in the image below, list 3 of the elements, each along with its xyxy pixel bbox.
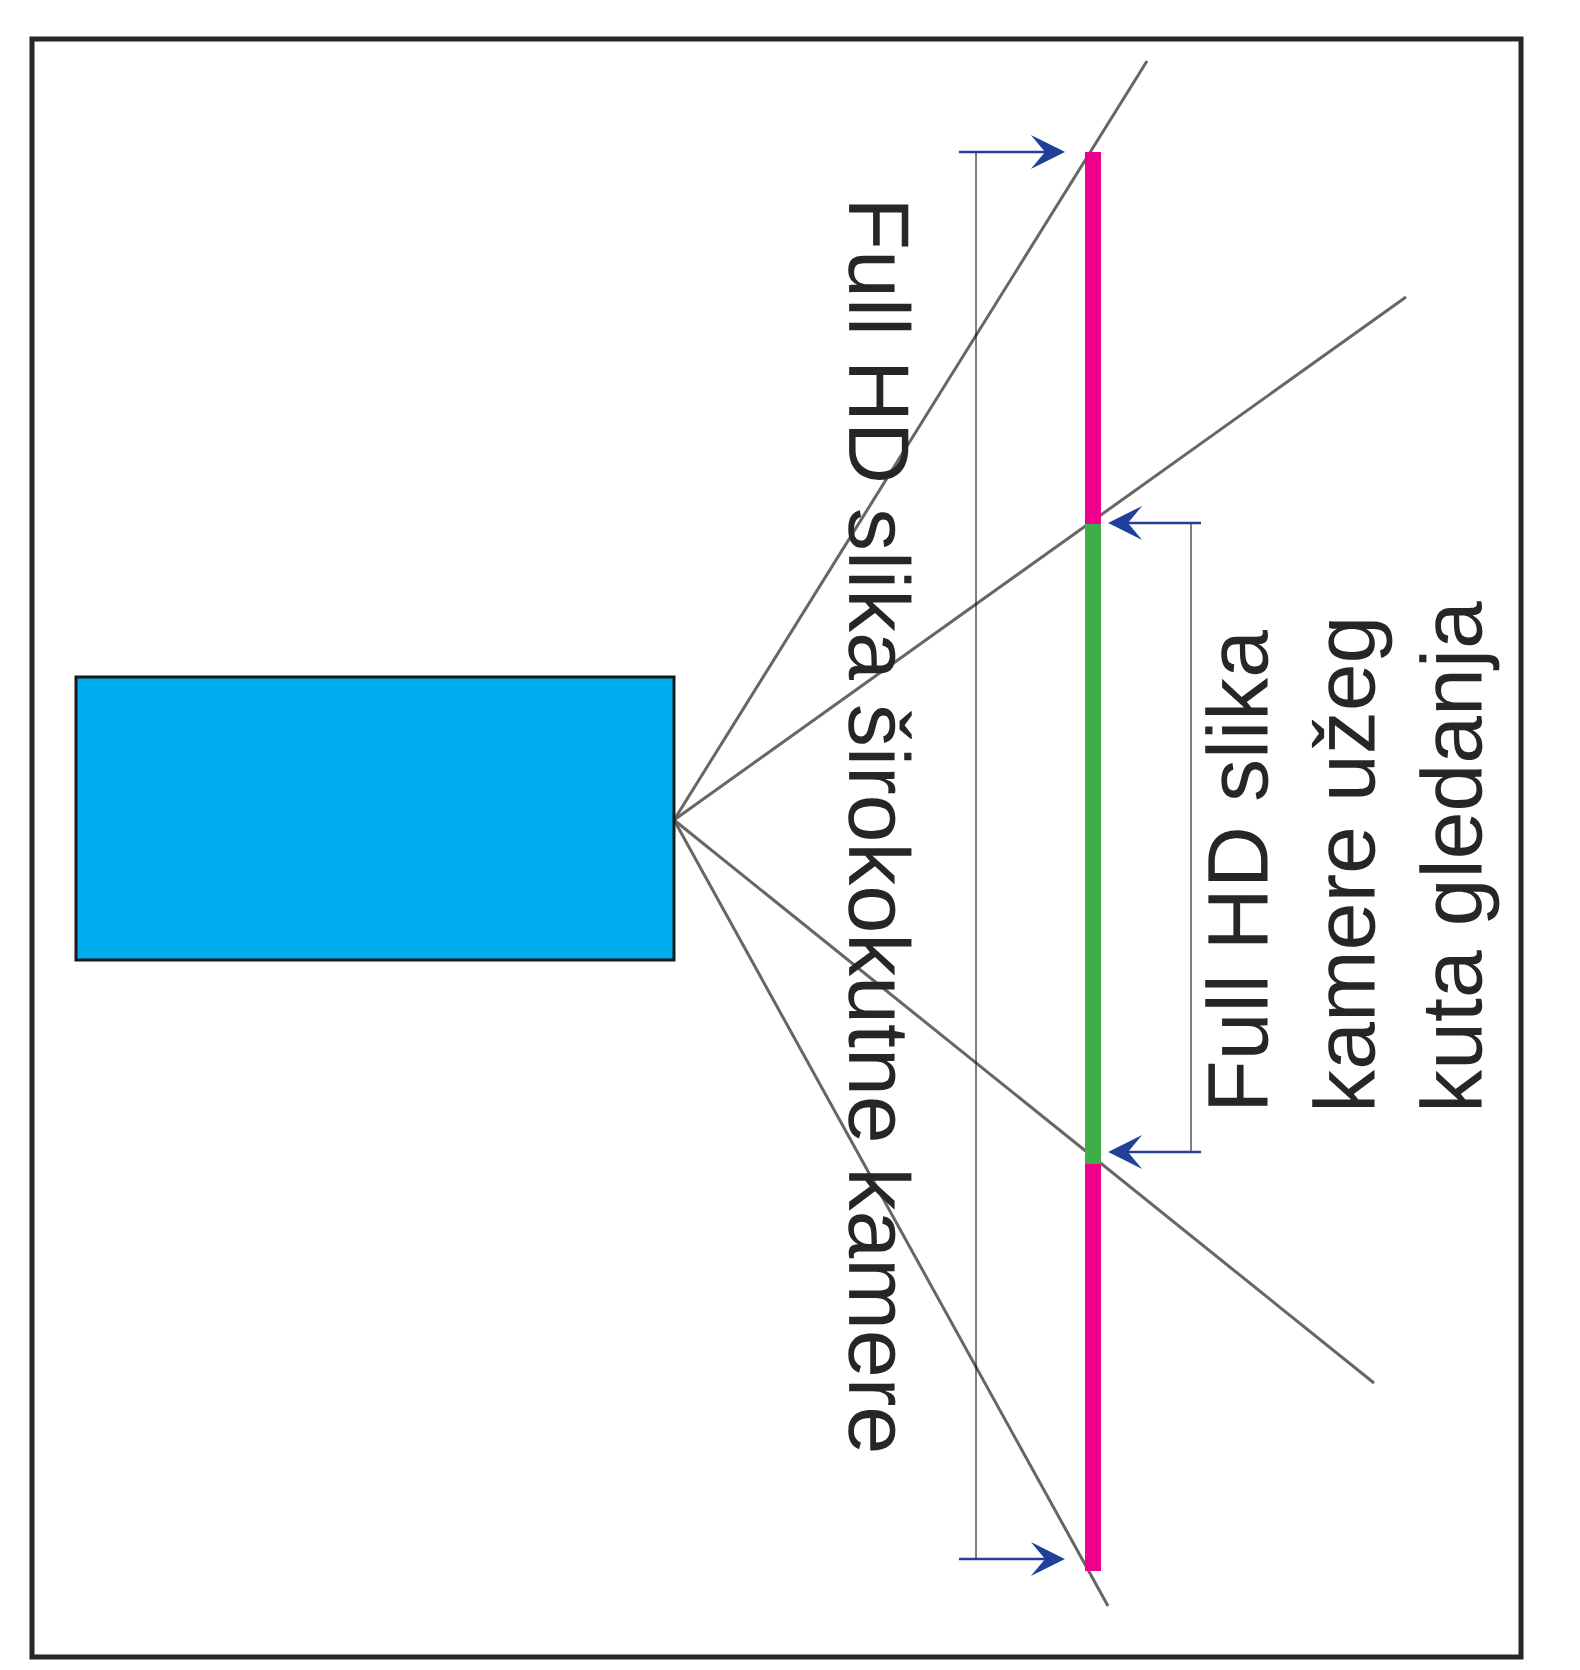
dimension-label: Full HD slika kamere užeg kuta gledanja <box>1205 601 1500 1107</box>
dimension-label: Full HD slika širokokutne kamere <box>848 204 912 1451</box>
camera-box <box>74 675 676 962</box>
